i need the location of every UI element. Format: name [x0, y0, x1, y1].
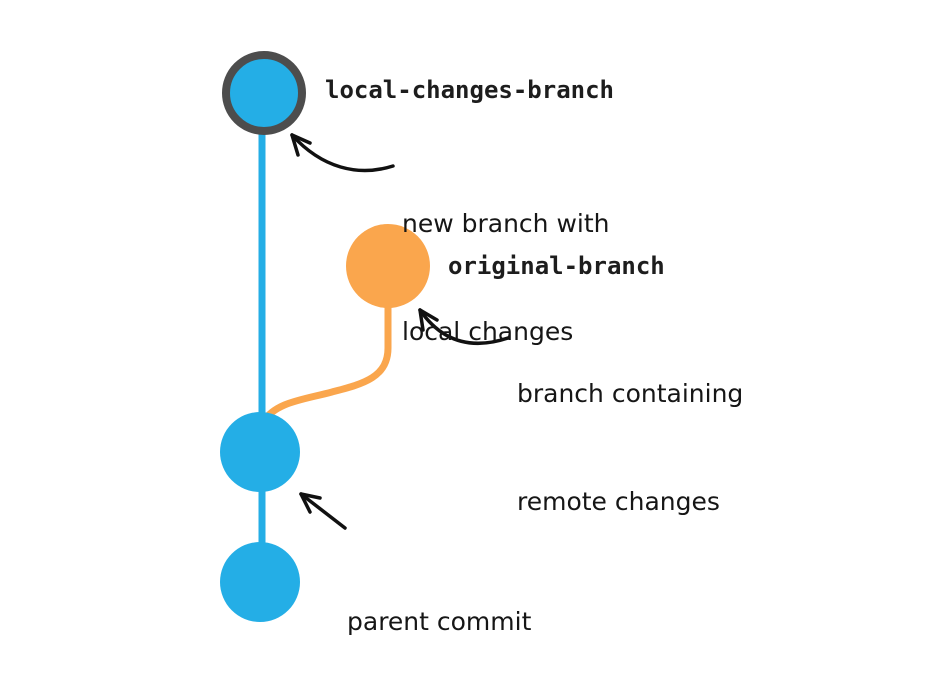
- branch-curve-original: [259, 296, 392, 426]
- commit-node-local-head: [222, 51, 306, 135]
- branch-label-local-changes-branch: local-changes-branch: [325, 76, 614, 104]
- annotation-branch-containing: branch containing remote changes: [517, 304, 743, 592]
- annotation-new-branch-line2: local changes: [402, 317, 574, 346]
- arrow-to-original-head-icon: [418, 308, 510, 346]
- arrow-to-parent-commit-icon: [299, 492, 347, 530]
- arrow-to-local-head-icon: [290, 133, 395, 173]
- annotation-parent-commit-line1: parent commit: [347, 607, 532, 636]
- annotation-new-branch: new branch with local changes: [402, 134, 610, 422]
- annotation-branch-containing-line1: branch containing: [517, 379, 744, 408]
- annotation-new-branch-line1: new branch with: [402, 209, 610, 238]
- commit-node-root: [220, 542, 300, 622]
- annotation-branch-containing-line2: remote changes: [517, 487, 720, 516]
- branch-label-original-branch: original-branch: [448, 252, 665, 280]
- commit-node-original-head: [346, 224, 430, 308]
- commit-node-parent: [220, 412, 300, 492]
- annotation-parent-commit: parent commit: [347, 532, 531, 675]
